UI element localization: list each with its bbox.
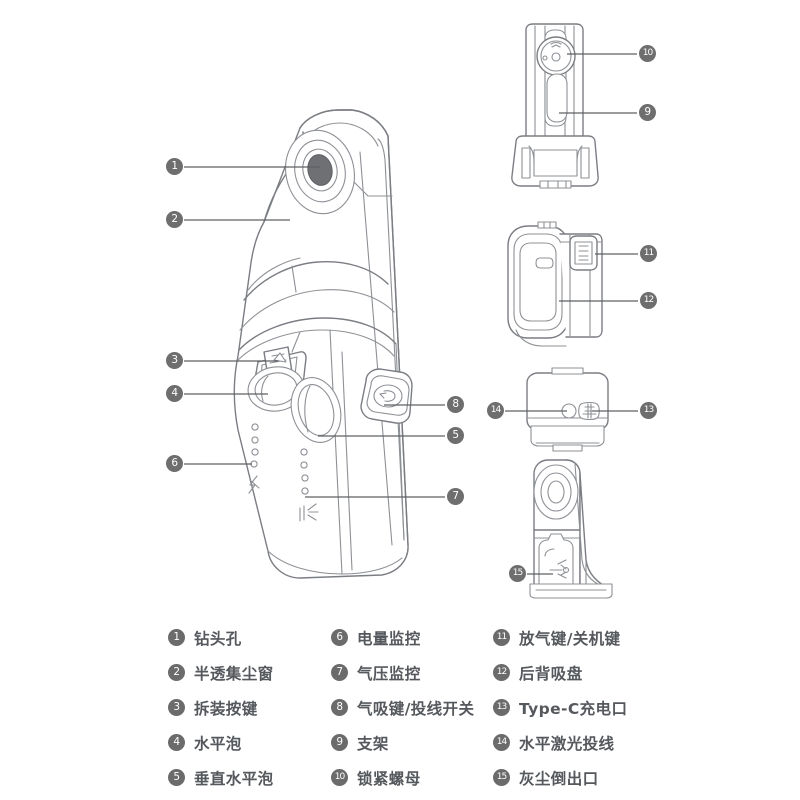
legend-badge-11: 11 bbox=[493, 629, 510, 646]
legend-item-7: 7 气压监控 bbox=[331, 655, 474, 690]
legend-badge-9: 9 bbox=[331, 734, 348, 751]
legend-badge-3: 3 bbox=[168, 699, 185, 716]
callout-marker-1: 1 bbox=[166, 158, 183, 175]
legend-label-6: 电量监控 bbox=[357, 629, 421, 648]
callout-marker-11: 11 bbox=[640, 245, 657, 262]
legend-item-1: 1 钻头孔 bbox=[168, 620, 274, 655]
legend-label-12: 后背吸盘 bbox=[519, 664, 583, 683]
legend-label-10: 锁紧螺母 bbox=[357, 769, 421, 788]
legend-column-2: 6 电量监控 7 气压监控 8 气吸键/投线开关 9 支架 10 锁紧螺母 bbox=[331, 620, 474, 795]
legend-label-15: 灰尘倒出口 bbox=[519, 769, 599, 788]
callout-marker-15: 15 bbox=[509, 565, 526, 582]
callout-marker-2: 2 bbox=[166, 211, 183, 228]
legend-item-8: 8 气吸键/投线开关 bbox=[331, 690, 474, 725]
legend-badge-1: 1 bbox=[168, 629, 185, 646]
level-bubble-vertical bbox=[290, 377, 342, 443]
battery-led-indicators bbox=[248, 423, 260, 494]
back-side-view bbox=[507, 221, 603, 347]
legend-label-3: 拆装按键 bbox=[194, 699, 258, 718]
pressure-led-indicators bbox=[299, 448, 319, 522]
callout-marker-4: 4 bbox=[166, 385, 183, 402]
callout-marker-5: 5 bbox=[447, 427, 464, 444]
air-suction-switch bbox=[360, 368, 413, 424]
legend-label-11: 放气键/关机键 bbox=[519, 629, 621, 648]
legend-label-1: 钻头孔 bbox=[194, 629, 242, 648]
legend-item-15: 15 灰尘倒出口 bbox=[493, 760, 627, 795]
callout-marker-9: 9 bbox=[639, 104, 656, 121]
legend-badge-15: 15 bbox=[493, 769, 510, 786]
legend-badge-4: 4 bbox=[168, 734, 185, 751]
callout-marker-10: 10 bbox=[639, 45, 656, 62]
legend-item-5: 5 垂直水平泡 bbox=[168, 760, 274, 795]
callout-marker-8: 8 bbox=[447, 396, 464, 413]
callout-marker-14: 14 bbox=[487, 402, 504, 419]
callout-marker-6: 6 bbox=[166, 455, 183, 472]
parts-legend: 1 钻头孔 2 半透集尘窗 3 拆装按键 4 水平泡 5 垂直水平泡 6 电量监控 7 气压监控 8 气吸键… bbox=[168, 620, 638, 795]
legend-badge-5: 5 bbox=[168, 769, 185, 786]
legend-item-6: 6 电量监控 bbox=[331, 620, 474, 655]
legend-item-11: 11 放气键/关机键 bbox=[493, 620, 627, 655]
legend-label-8: 气吸键/投线开关 bbox=[357, 699, 475, 718]
callout-marker-12: 12 bbox=[640, 292, 657, 309]
legend-badge-6: 6 bbox=[331, 629, 348, 646]
legend-column-1: 1 钻头孔 2 半透集尘窗 3 拆装按键 4 水平泡 5 垂直水平泡 bbox=[168, 620, 274, 795]
legend-badge-12: 12 bbox=[493, 664, 510, 681]
legend-badge-13: 13 bbox=[493, 699, 510, 716]
legend-badge-8: 8 bbox=[331, 699, 348, 716]
leader-lines bbox=[184, 53, 638, 575]
callout-marker-3: 3 bbox=[166, 352, 183, 369]
legend-item-12: 12 后背吸盘 bbox=[493, 655, 627, 690]
legend-label-4: 水平泡 bbox=[194, 734, 242, 753]
legend-item-2: 2 半透集尘窗 bbox=[168, 655, 274, 690]
legend-item-14: 14 水平激光投线 bbox=[493, 725, 627, 760]
callout-marker-13: 13 bbox=[640, 402, 657, 419]
main-isometric-view bbox=[233, 109, 413, 579]
legend-column-3: 11 放气键/关机键 12 后背吸盘 13 Type-C充电口 14 水平激光投线 15 灰尘倒出… bbox=[493, 620, 627, 795]
legend-badge-2: 2 bbox=[168, 664, 185, 681]
legend-label-9: 支架 bbox=[357, 734, 389, 753]
legend-badge-10: 10 bbox=[331, 769, 348, 786]
legend-badge-7: 7 bbox=[331, 664, 348, 681]
front-upright-view bbox=[529, 459, 613, 599]
legend-label-5: 垂直水平泡 bbox=[194, 769, 274, 788]
legend-item-3: 3 拆装按键 bbox=[168, 690, 274, 725]
legend-item-9: 9 支架 bbox=[331, 725, 474, 760]
top-view bbox=[526, 367, 609, 452]
stand-front-view bbox=[511, 23, 599, 189]
legend-label-13: Type-C充电口 bbox=[519, 699, 628, 718]
legend-item-4: 4 水平泡 bbox=[168, 725, 274, 760]
legend-label-14: 水平激光投线 bbox=[519, 734, 615, 753]
legend-label-7: 气压监控 bbox=[357, 664, 421, 683]
legend-item-13: 13 Type-C充电口 bbox=[493, 690, 627, 725]
legend-badge-14: 14 bbox=[493, 734, 510, 751]
callout-marker-7: 7 bbox=[447, 488, 464, 505]
legend-label-2: 半透集尘窗 bbox=[194, 664, 274, 683]
legend-item-10: 10 锁紧螺母 bbox=[331, 760, 474, 795]
